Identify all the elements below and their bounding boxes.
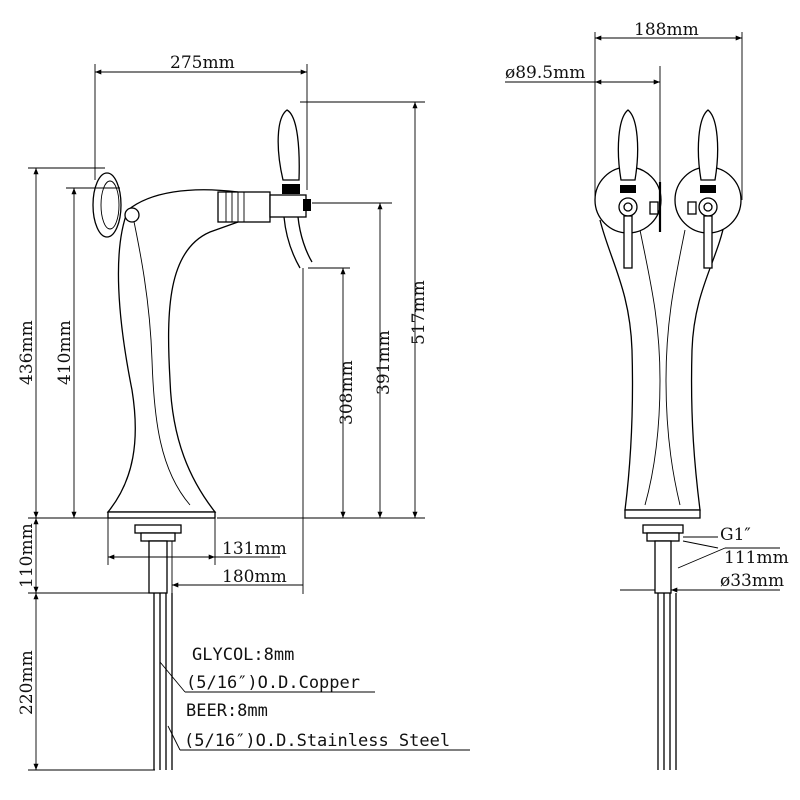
tower-column-side (106, 209, 239, 513)
tap-handle-side (277, 109, 300, 181)
side-view: 275mm 517mm 391mm 308mm 436mm (17, 53, 470, 771)
dim-188: 188mm (594, 20, 743, 200)
dim-label-220: 220mm (17, 650, 37, 715)
dim-label-188: 188mm (634, 20, 699, 40)
base-plate-side (107, 511, 216, 519)
tubes-front (657, 593, 677, 770)
dim-110: 110mm (17, 518, 150, 594)
medallion-disc-side (92, 172, 140, 238)
dim-label-391: 391mm (374, 330, 394, 395)
dim-label-g1: G1″ (720, 525, 751, 545)
tower-column-front-inner (639, 229, 686, 506)
dim-131: 131mm (107, 518, 287, 565)
tap-handle-front-left (617, 109, 639, 181)
beer-material-note: (5/16″)O.D.Stainless Steel (184, 731, 450, 751)
dim-180: 180mm (171, 268, 304, 594)
dim-label-517: 517mm (409, 280, 429, 345)
dim-label-275: 275mm (170, 53, 235, 73)
dim-308: 308mm (308, 267, 357, 518)
dim-label-131: 131mm (222, 539, 287, 559)
dim-label-111: 111mm (724, 548, 789, 568)
base-plate-front (624, 509, 701, 519)
dim-275: 275mm (94, 53, 308, 190)
dim-label-110: 110mm (17, 523, 37, 588)
tubes-side (153, 593, 173, 770)
tap-handle-front-right (697, 109, 719, 181)
faucet-body-side (217, 184, 311, 223)
dim-220: 220mm (17, 593, 155, 771)
dim-label-180: 180mm (222, 567, 287, 587)
shank-flange-side (134, 524, 182, 594)
dim-410: 410mm (55, 187, 120, 518)
dim-391: 391mm (312, 202, 394, 518)
faucets-front (618, 185, 718, 269)
dim-g1: G1″ (682, 525, 751, 549)
tower-head-top (127, 189, 239, 211)
tube-notes: GLYCOL:8mm (5/16″)O.D.Copper BEER:8mm (5… (159, 645, 470, 751)
glycol-material-note: (5/16″)O.D.Copper (186, 673, 360, 693)
dim-111: 111mm (677, 547, 789, 569)
glycol-note: GLYCOL:8mm (192, 645, 294, 665)
dim-517: 517mm (217, 101, 429, 519)
dim-label-436: 436mm (17, 320, 37, 385)
front-view: 188mm ø89.5mm G1″ 111mm ø33mm (505, 20, 789, 770)
tower-head-discs-front (594, 166, 742, 234)
dim-label-89-5: ø89.5mm (505, 63, 585, 83)
dim-33: ø33mm (620, 571, 784, 593)
dim-label-410: 410mm (55, 320, 75, 385)
dim-436: 436mm (17, 167, 108, 519)
dim-89-5: ø89.5mm (505, 63, 661, 182)
tower-column-inner-line (131, 211, 191, 506)
shank-flange-front (642, 524, 684, 594)
beer-note: BEER:8mm (186, 701, 268, 721)
dim-label-33: ø33mm (720, 571, 784, 591)
spout-side (283, 216, 313, 269)
dim-label-308: 308mm (337, 360, 357, 425)
